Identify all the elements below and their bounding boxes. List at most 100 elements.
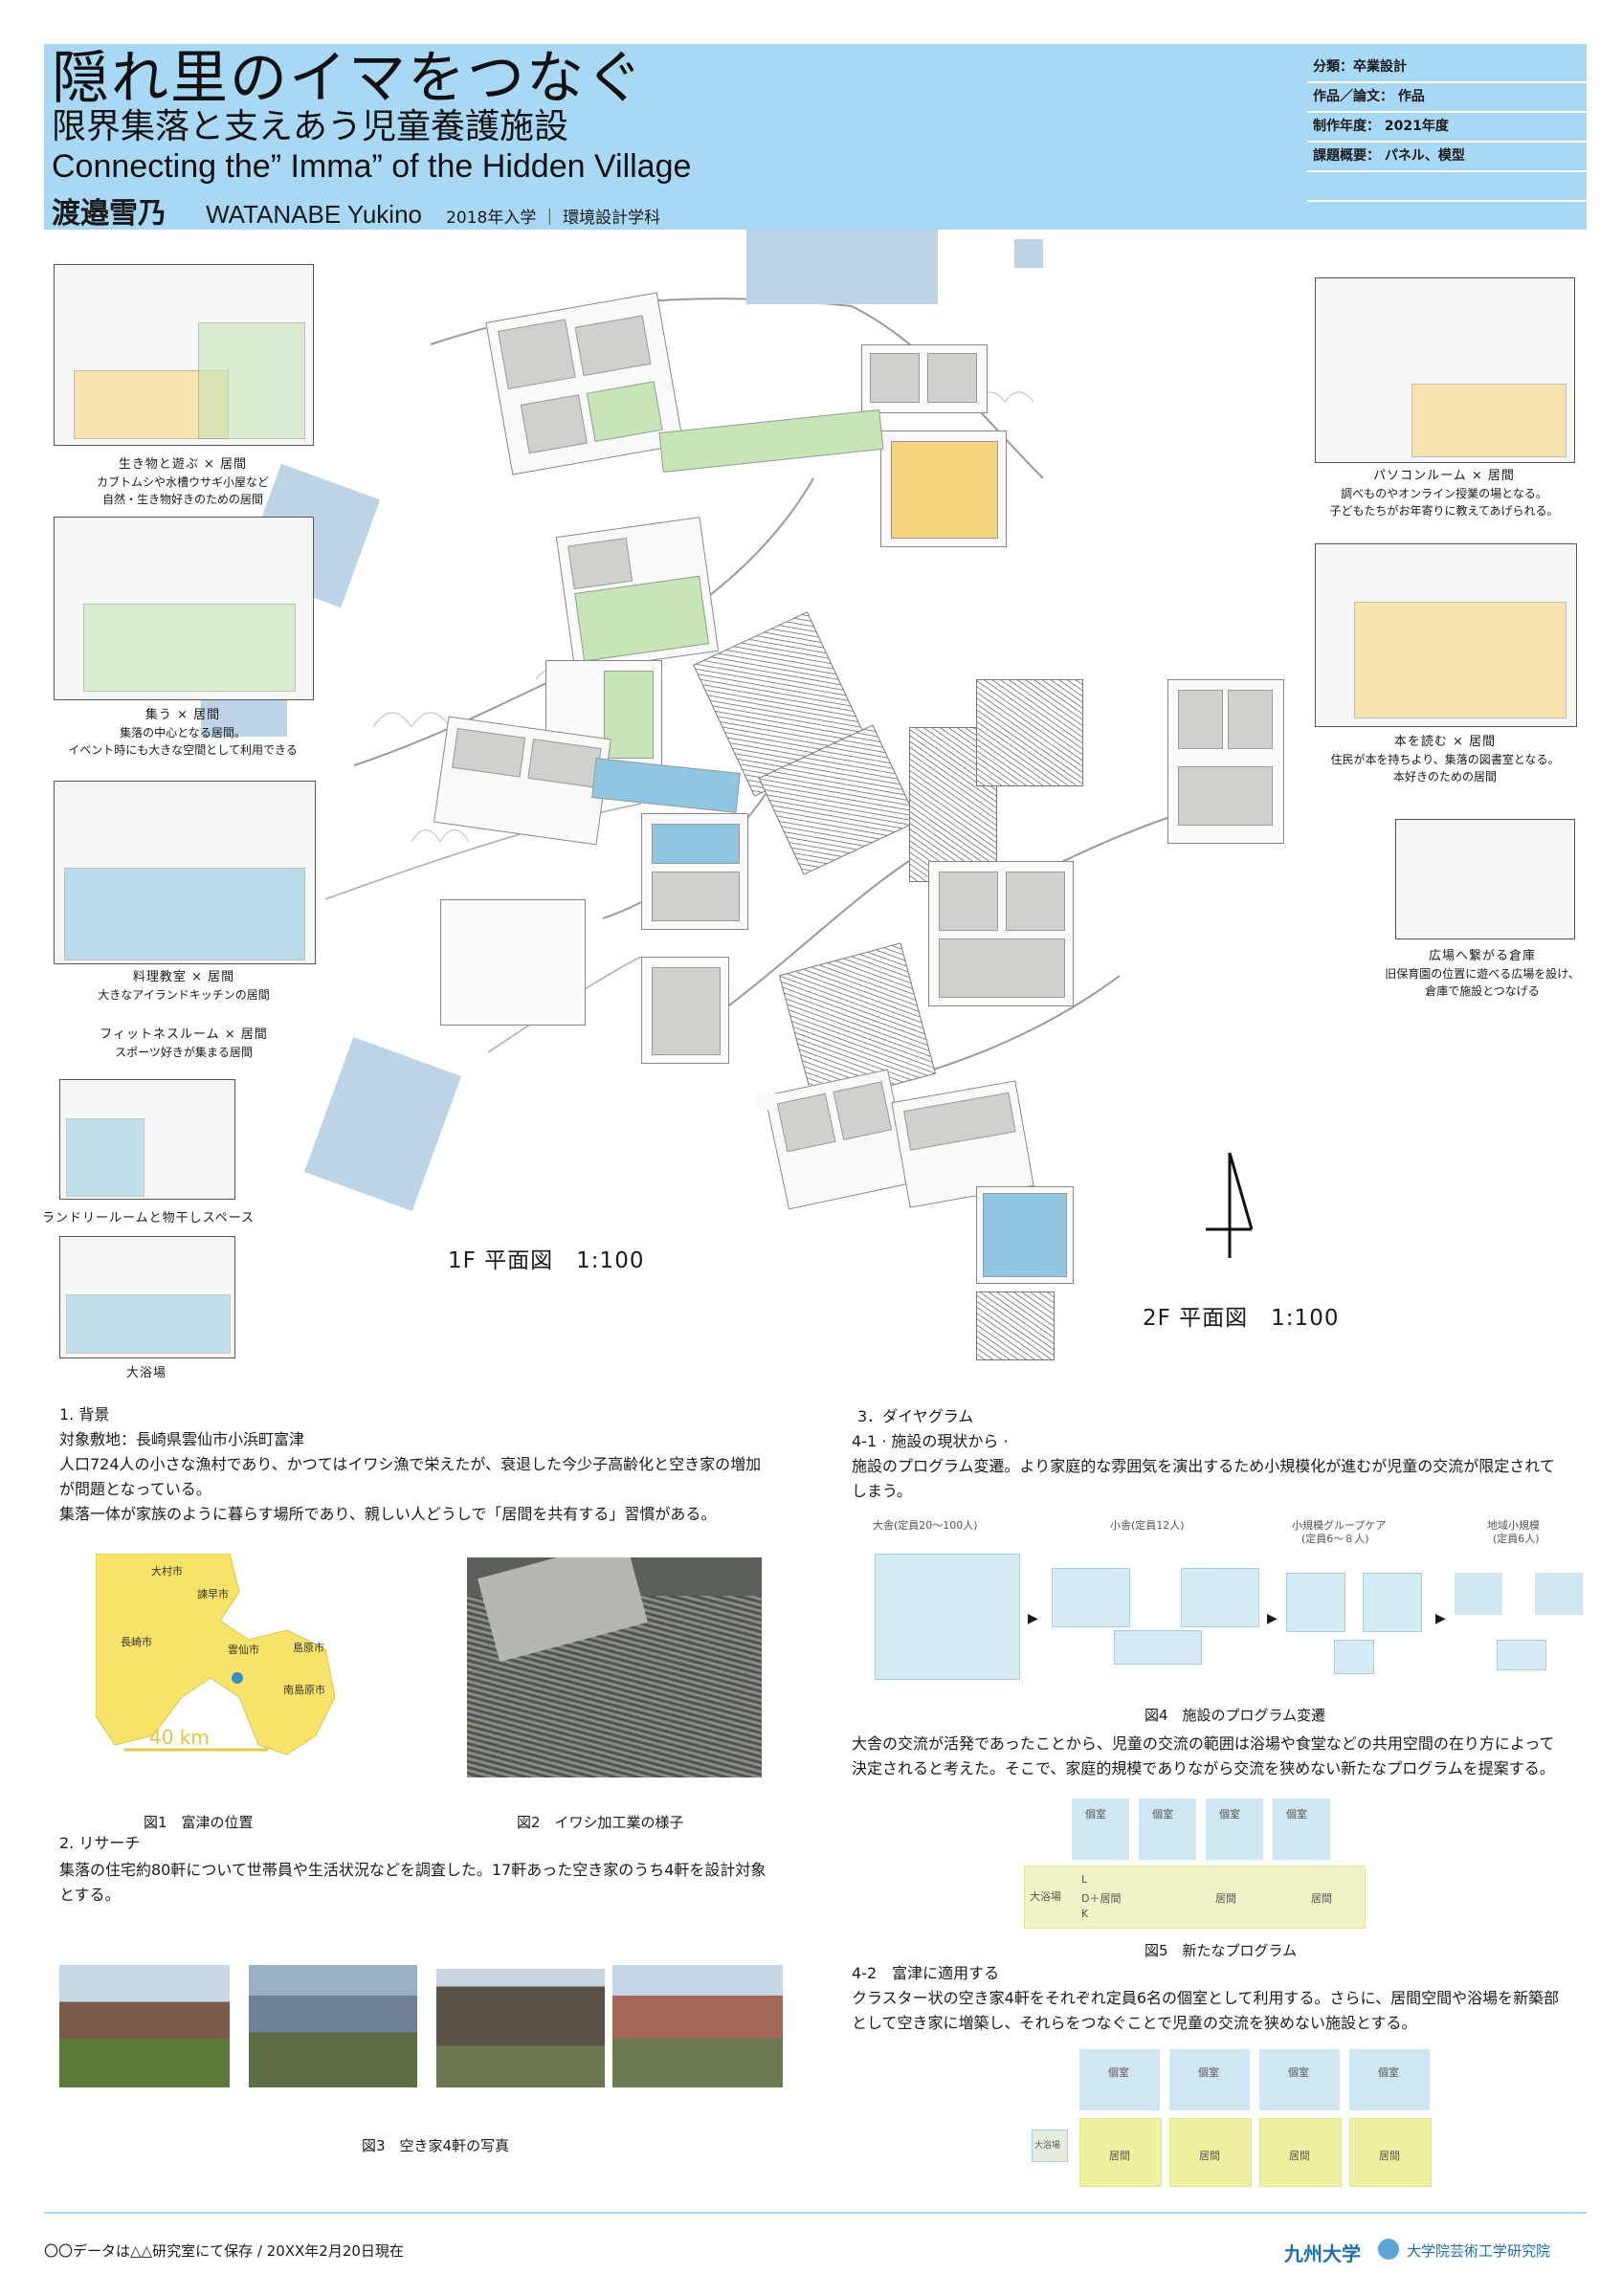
footer-note: 〇〇データは△△研究室にて保存 / 20XX年2月20日現在 (44, 2242, 404, 2260)
north-arrow-icon (1206, 1152, 1254, 1258)
author-meta: 2018年入学 ｜ 環境設計学科 (446, 209, 661, 228)
fig5-caption: 図5 新たなプログラム (1144, 1942, 1298, 1959)
map-shape (96, 1554, 336, 1755)
panel-reading (1315, 543, 1577, 727)
house-1f-a (485, 292, 684, 475)
section3-line: クラスター状の空き家4軒をそれぞれ定員6名の個室として利用する。さらに、居間空間… (852, 1989, 1560, 2007)
photo-vacant-house-2 (249, 1965, 417, 2087)
footer-university: 九州大学 (1284, 2242, 1361, 2265)
map-label: 南島原市 (283, 1684, 325, 1696)
house-1f-c (880, 430, 1007, 547)
plan-label-2f: 2F 平面図 1:100 (1143, 1306, 1340, 1331)
house-1f-h (641, 957, 729, 1064)
author-name-en: WATANABE Yukino (206, 200, 422, 229)
roof-2f (976, 679, 1083, 786)
roof-2f (976, 1292, 1055, 1360)
site-plan: 1F 平面図 1:100 2F 平面図 1:100 (201, 230, 1338, 1368)
section1-line: が問題となっている。 (59, 1480, 211, 1498)
caption-animals: 生き物と遊ぶ × 居間カブトムシや水槽ウサギ小屋など自然・生き物好きのための居間 (96, 457, 269, 506)
meta-box: 分類：卒業設計 作品／論文： 作品 制作年度： 2021年度 課題概要： パネル… (1307, 54, 1587, 202)
footer-school: 大学院芸術工学研究院 (1407, 2242, 1551, 2260)
map-label: 長崎市 (121, 1636, 152, 1648)
section1-line: 集落一体が家族のように暮らす場所であり、親しい人どうしで「居間を共有する」習慣が… (59, 1505, 717, 1523)
page-title-english: Connecting the” Imma” of the Hidden Vill… (52, 148, 692, 185)
caption-bath: 大浴場 (125, 1366, 167, 1380)
section3-sub1: 4-1 · 施設の現状から · (852, 1432, 1009, 1450)
author-row: 渡邉雪乃 WATANABE Yukino 2018年入学 ｜ 環境設計学科 (52, 189, 661, 231)
diagram-title: 小規模グループケア (1292, 1519, 1387, 1532)
caption-gather: 集う × 居間集落の中心となる居間。イベント時にも大きな空間として利用できる (68, 708, 298, 757)
section3-line: しまう。 (852, 1482, 913, 1500)
panel-pc-room (1315, 277, 1575, 463)
fig2-caption: 図2 イワシ加工業の様子 (517, 1814, 684, 1831)
house-2f-a (1167, 679, 1284, 844)
panel-storage (1395, 819, 1575, 939)
section1-heading: 1. 背景 (59, 1405, 110, 1424)
house-1f-f (433, 716, 611, 846)
photo-vacant-house-1 (59, 1965, 230, 2087)
map-label: 諫早市 (197, 1588, 229, 1601)
caption-pc-room: パソコンルーム × 居間調べものやオンライン授業の場となる。子どもたちがお年寄り… (1329, 469, 1559, 518)
caption-fitness: フィットネスルーム × 居間スポーツ好きが集まる居間 (100, 1027, 268, 1059)
garden-plots (440, 899, 586, 1026)
section3-line: 施設のプログラム変遷。より家庭的な雰囲気を演出するため小規模化が進むが児童の交流… (852, 1457, 1555, 1475)
section3-heading: 3．ダイヤグラム (857, 1407, 974, 1425)
panel-cooking (54, 781, 316, 964)
section2-line: 集落の住宅約80軒について世帯員や生活状況などを調査した。17軒あった空き家のう… (59, 1861, 767, 1879)
bath-2f (976, 1186, 1074, 1284)
section3-line: 決定されると考えた。そこで、家庭的規模でありながら交流を狭めない新たなプログラム… (852, 1759, 1555, 1777)
sea-area (1014, 239, 1043, 268)
page-title: 隠れ里のイマをつなぐ (52, 45, 645, 112)
meta-blank (1307, 172, 1587, 202)
fig1-caption: 図1 富津の位置 (144, 1814, 254, 1831)
meta-summary: 課題概要： パネル、模型 (1307, 143, 1587, 172)
author-name-jp: 渡邉雪乃 (52, 197, 167, 231)
panel-bath (59, 1236, 235, 1358)
section3-line: 大舎の交流が活発であったことから、児童の交流の範囲は浴場や食堂などの共用空間の在… (852, 1734, 1555, 1753)
fig3-caption: 図3 空き家4軒の写真 (362, 2137, 510, 2154)
map-label: 大村市 (151, 1565, 183, 1578)
photo-vacant-house-3 (436, 1969, 605, 2087)
meta-type: 作品／論文： 作品 (1307, 83, 1587, 113)
diagram-title: (定員6人) (1493, 1533, 1540, 1545)
house-1f-d (555, 517, 720, 672)
diagram-program-transition: 大舎(定員20～100人) 小舎(定員12人) 小規模グループケア (定員6～８… (865, 1515, 1592, 1697)
section1-line: 人口724人の小さな漁村であり、かつてはイワシ漁で栄えたが、衰退した今少子高齢化… (59, 1455, 762, 1473)
house-2f-b (928, 861, 1074, 1006)
house-1f-g (641, 813, 748, 930)
photo-vacant-house-4 (612, 1965, 783, 2087)
map-label: 島原市 (293, 1642, 324, 1654)
diagram-title: 地域小規模 (1487, 1519, 1540, 1532)
section2-line: とする。 (59, 1886, 121, 1904)
page-subtitle: 限界集落と支えあう児童養護施設 (52, 107, 569, 146)
fig4-caption: 図4 施設のプログラム変遷 (1144, 1707, 1326, 1724)
map-label: 雲仙市 (228, 1644, 259, 1656)
sea-area (746, 230, 938, 304)
diagram-tomitsu-application: 個室 個室 個室 個室 居間 居間 居間 居間 大浴場 (1028, 2049, 1432, 2193)
meta-category: 分類：卒業設計 (1307, 54, 1587, 83)
section3-line: として空き家に増築し、それらをつなぐことで児童の交流を狭めない施設とする。 (852, 2014, 1417, 2032)
caption-cooking: 料理教室 × 居間大きなアイランドキッチンの居間 (98, 970, 270, 1002)
map-figure: 大村市 諫早市 長崎市 雲仙市 島原市 南島原市 40 km (96, 1554, 348, 1770)
plan-label-1f: 1F 平面図 1:100 (448, 1248, 645, 1273)
panel-animals (54, 264, 314, 446)
panel-gather (54, 517, 314, 700)
diagram-new-program: 個室 個室 個室 個室 大浴場 L D＋居間 K 居間 居間 (1024, 1799, 1368, 1932)
footer-divider (44, 2212, 1587, 2214)
panel-laundry (59, 1079, 235, 1200)
diagram-title: 小舎(定員12人) (1110, 1519, 1185, 1532)
meta-year: 制作年度： 2021年度 (1307, 113, 1587, 143)
section1-line: 対象敷地：長崎県雲仙市小浜町富津 (59, 1430, 305, 1448)
caption-laundry: ランドリールームと物干しスペース (41, 1211, 256, 1225)
caption-reading: 本を読む × 居間住民が本を持ちより、集落の図書室となる。本好きのための居間 (1330, 735, 1560, 784)
house-1f-b (861, 344, 988, 413)
map-scale: 40 km (149, 1726, 210, 1749)
school-logo-icon (1378, 2239, 1399, 2260)
photo-sardine (467, 1557, 762, 1777)
caption-storage: 広場へ繋がる倉庫旧保育園の位置に遊べる広場を設け、倉庫で施設とつなげる (1385, 949, 1580, 998)
diagram-title: (定員6～８人) (1301, 1533, 1369, 1545)
diagram-title: 大舎(定員20～100人) (873, 1519, 978, 1532)
header-banner: 隠れ里のイマをつなぐ 限界集落と支えあう児童養護施設 Connecting th… (44, 44, 1587, 231)
section3-sub2: 4-2 富津に適用する (852, 1964, 1000, 1982)
section2-heading: 2. リサーチ (59, 1834, 141, 1852)
